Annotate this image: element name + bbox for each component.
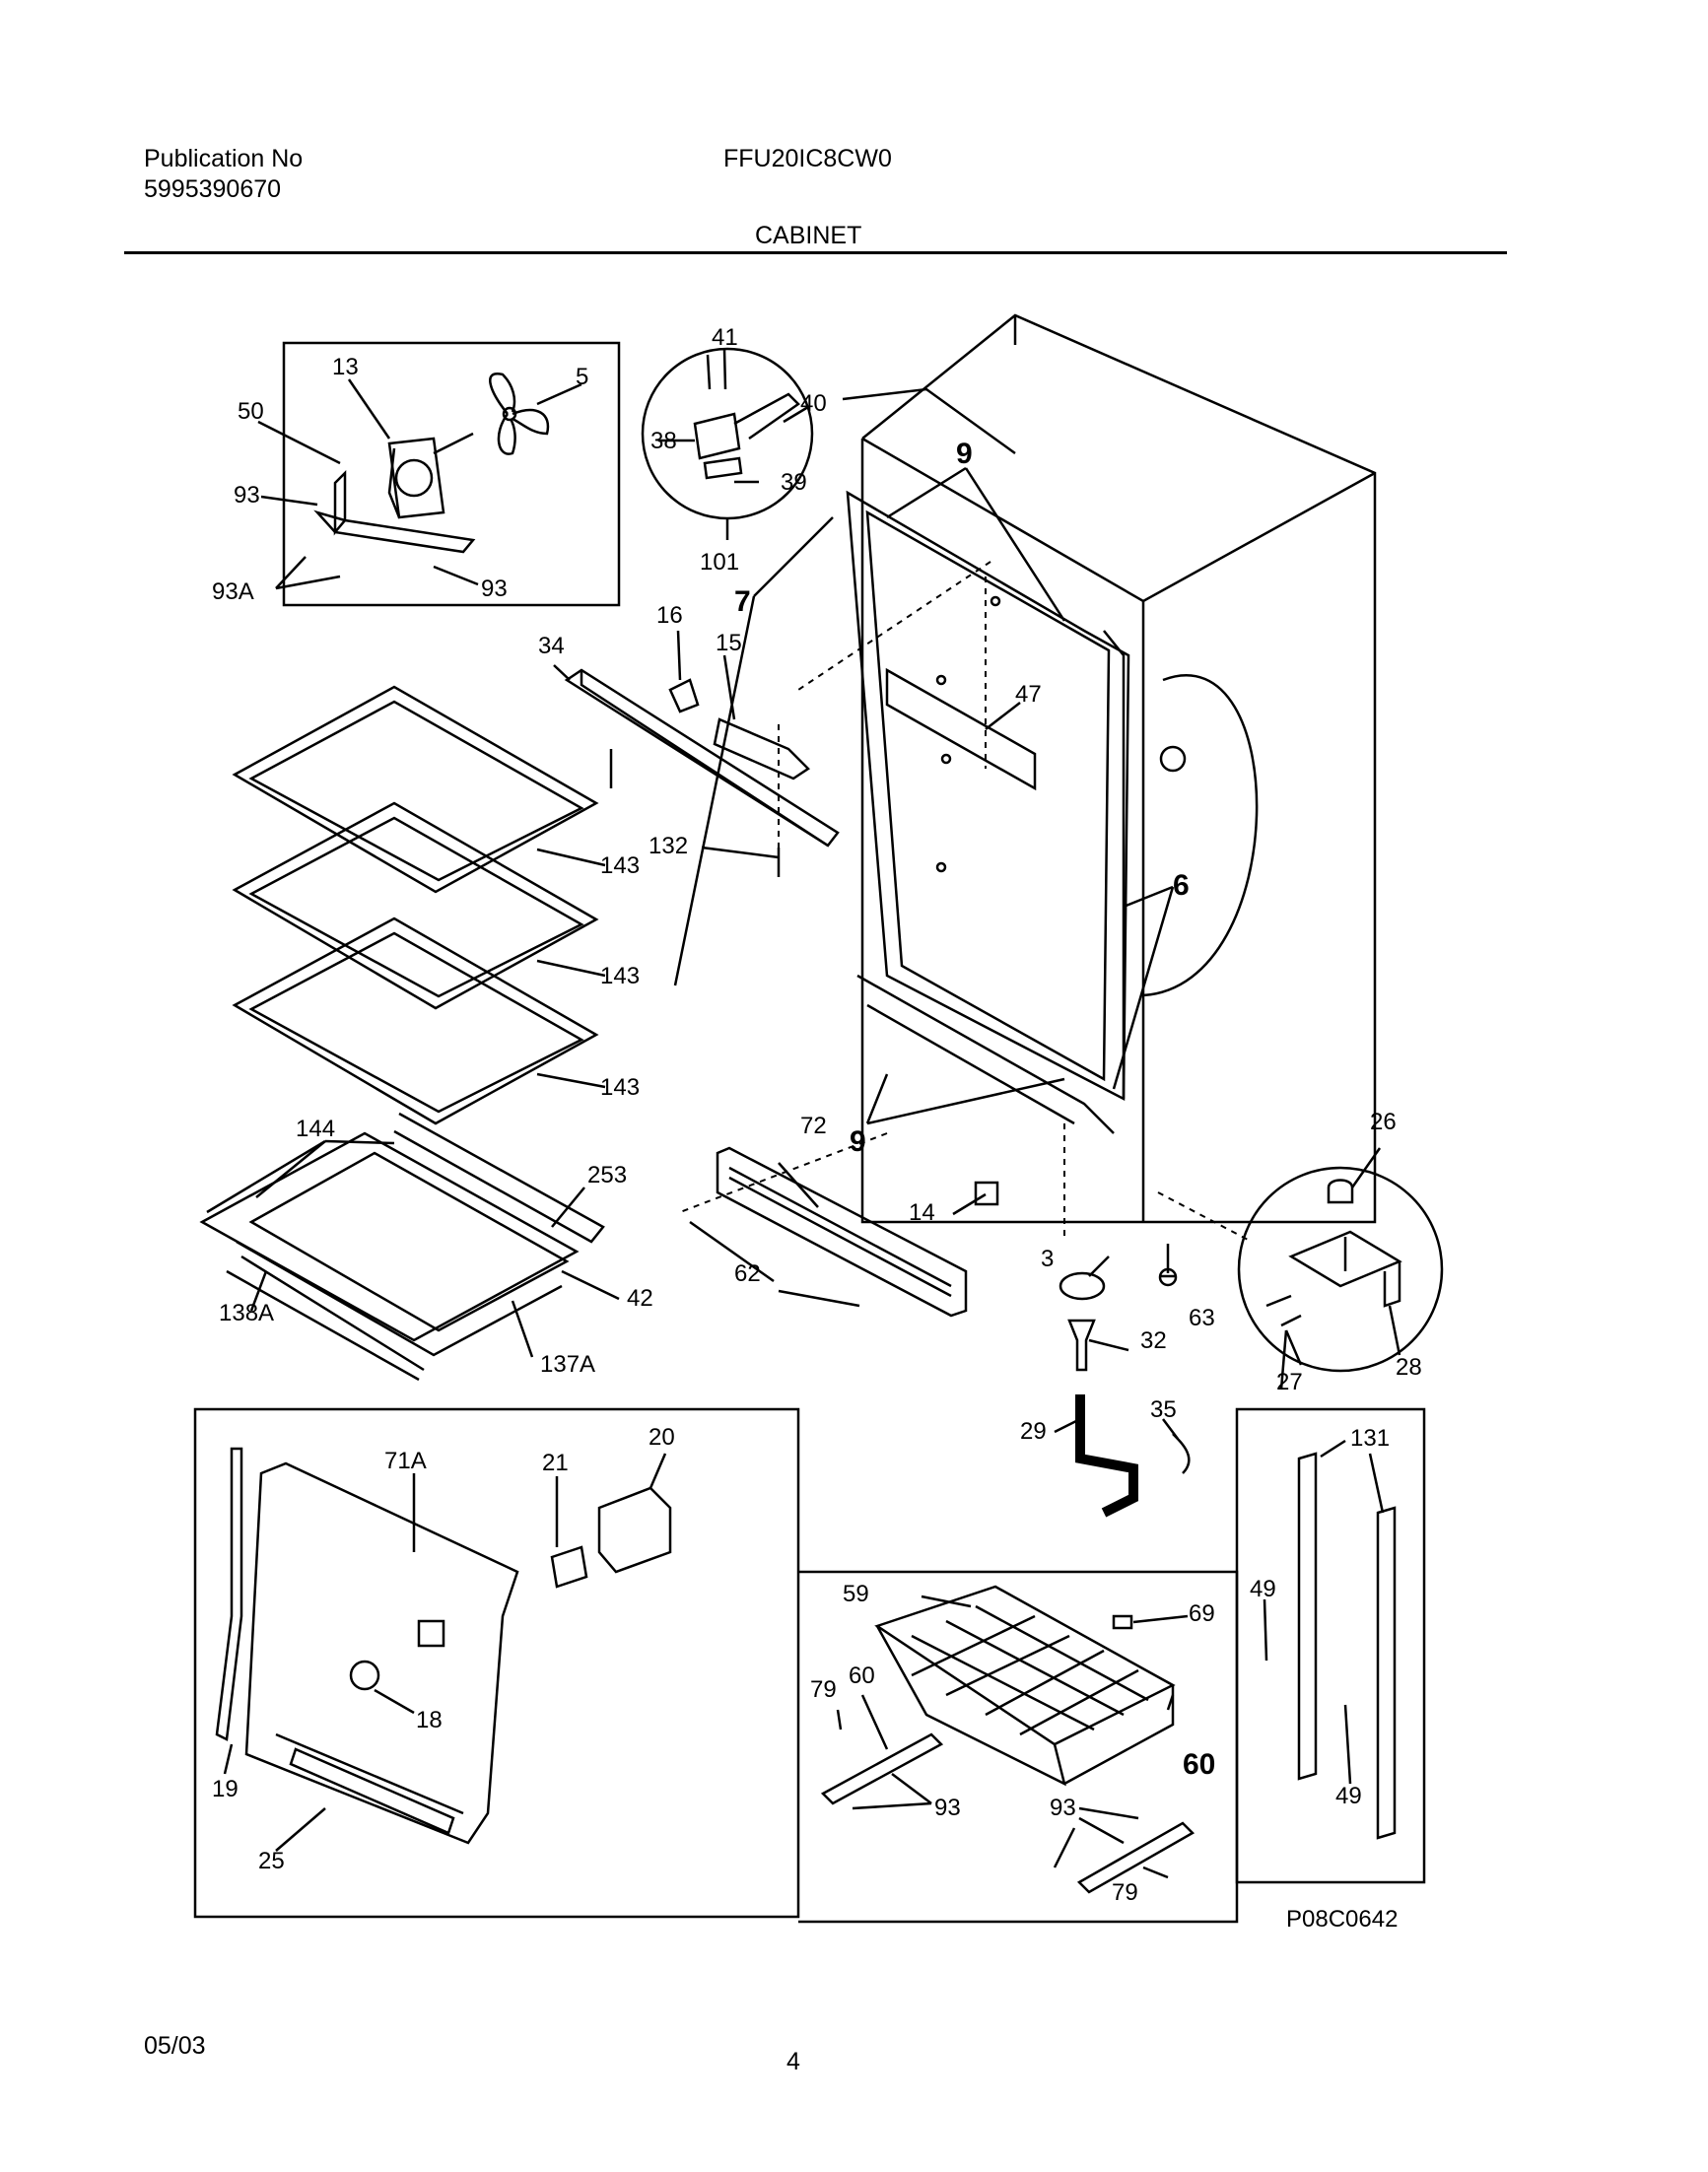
part-label: 38 xyxy=(650,428,677,454)
bottom-grille-drawing xyxy=(716,1146,968,1318)
back-panel-drawing xyxy=(215,1447,672,1845)
part-label: 21 xyxy=(542,1450,569,1476)
part-label: 93 xyxy=(934,1795,961,1821)
part-label: 35 xyxy=(1150,1396,1177,1423)
model-number: FFU20IC8CW0 xyxy=(723,145,892,172)
part-label: 72 xyxy=(800,1113,827,1139)
part-label: 143 xyxy=(600,1074,640,1101)
diagram-code: P08C0642 xyxy=(1286,1906,1398,1933)
part-label: 93A xyxy=(212,578,254,605)
cabinet-body xyxy=(846,313,1377,1224)
shelves-drawing xyxy=(199,685,605,1382)
part-label: 18 xyxy=(416,1707,443,1733)
part-label: 49 xyxy=(1335,1783,1362,1809)
part-label: 34 xyxy=(538,633,565,659)
part-label: 9 xyxy=(850,1125,866,1158)
part-label: 137A xyxy=(540,1351,595,1378)
rails-box xyxy=(1235,1407,1426,1884)
part-label: 13 xyxy=(332,354,359,380)
part-label: 32 xyxy=(1140,1327,1167,1354)
basket-drawing xyxy=(820,1585,1196,1894)
part-label: 27 xyxy=(1276,1369,1303,1395)
part-label: 50 xyxy=(238,398,264,425)
part-label: 60 xyxy=(1183,1748,1215,1781)
fan-motor-drawing xyxy=(313,372,550,554)
part-label: 28 xyxy=(1396,1354,1422,1381)
part-label: 49 xyxy=(1250,1576,1276,1602)
part-label: 19 xyxy=(212,1776,239,1802)
part-label: 253 xyxy=(587,1162,627,1188)
part-label: 16 xyxy=(656,602,683,629)
top-hinge-drawing xyxy=(693,349,800,480)
section-title: CABINET xyxy=(755,222,862,249)
part-label: 15 xyxy=(716,630,742,656)
part-label: 143 xyxy=(600,852,640,879)
fan-motor-inset-box xyxy=(282,341,621,607)
part-label: 143 xyxy=(600,963,640,989)
part-label: 62 xyxy=(734,1260,761,1287)
part-label: 14 xyxy=(909,1199,935,1226)
publication-number: 5995390670 xyxy=(144,175,282,203)
part-label: 60 xyxy=(849,1663,875,1689)
part-label: 41 xyxy=(712,324,738,351)
part-label: 7 xyxy=(734,585,751,618)
publication-label: Publication No xyxy=(144,145,304,172)
part-label: 93 xyxy=(234,482,260,509)
part-label: 6 xyxy=(1173,869,1190,902)
part-label: 138A xyxy=(219,1300,274,1326)
part-label: 40 xyxy=(800,390,827,417)
part-label: 20 xyxy=(649,1424,675,1451)
part-label: 9 xyxy=(956,438,973,470)
part-label: 79 xyxy=(810,1676,837,1703)
part-label: 39 xyxy=(781,469,807,496)
bottom-hinge-drawing xyxy=(1265,1179,1402,1327)
page-number: 4 xyxy=(786,2048,800,2075)
part-label: 25 xyxy=(258,1848,285,1874)
part-label: 26 xyxy=(1370,1109,1397,1135)
part-label: 42 xyxy=(627,1285,653,1312)
header-rule xyxy=(124,251,1507,254)
footer-date: 05/03 xyxy=(144,2032,206,2060)
part-label: 131 xyxy=(1350,1425,1390,1452)
part-label: 144 xyxy=(296,1116,335,1142)
part-label: 71A xyxy=(384,1448,427,1474)
part-label: 47 xyxy=(1015,681,1042,708)
part-label: 5 xyxy=(576,364,588,390)
part-label: 132 xyxy=(649,833,688,859)
part-label: 29 xyxy=(1020,1418,1047,1445)
part-label: 93 xyxy=(1050,1795,1076,1821)
part-labels: 13 5 50 93 93A 93 41 40 38 39 101 9 7 47… xyxy=(212,324,1422,1933)
part-label: 63 xyxy=(1189,1305,1215,1331)
part-label: 3 xyxy=(1041,1246,1054,1272)
back-panel-box xyxy=(193,1407,800,1919)
bottom-hinge-inset xyxy=(1237,1166,1444,1373)
part-label: 101 xyxy=(700,549,739,576)
part-label: 59 xyxy=(843,1581,869,1607)
rails-drawing xyxy=(1297,1452,1397,1840)
part-label: 93 xyxy=(481,576,508,602)
bracket-34-drawing xyxy=(564,668,840,848)
part-label: 79 xyxy=(1112,1879,1138,1906)
part-label: 69 xyxy=(1189,1600,1215,1627)
